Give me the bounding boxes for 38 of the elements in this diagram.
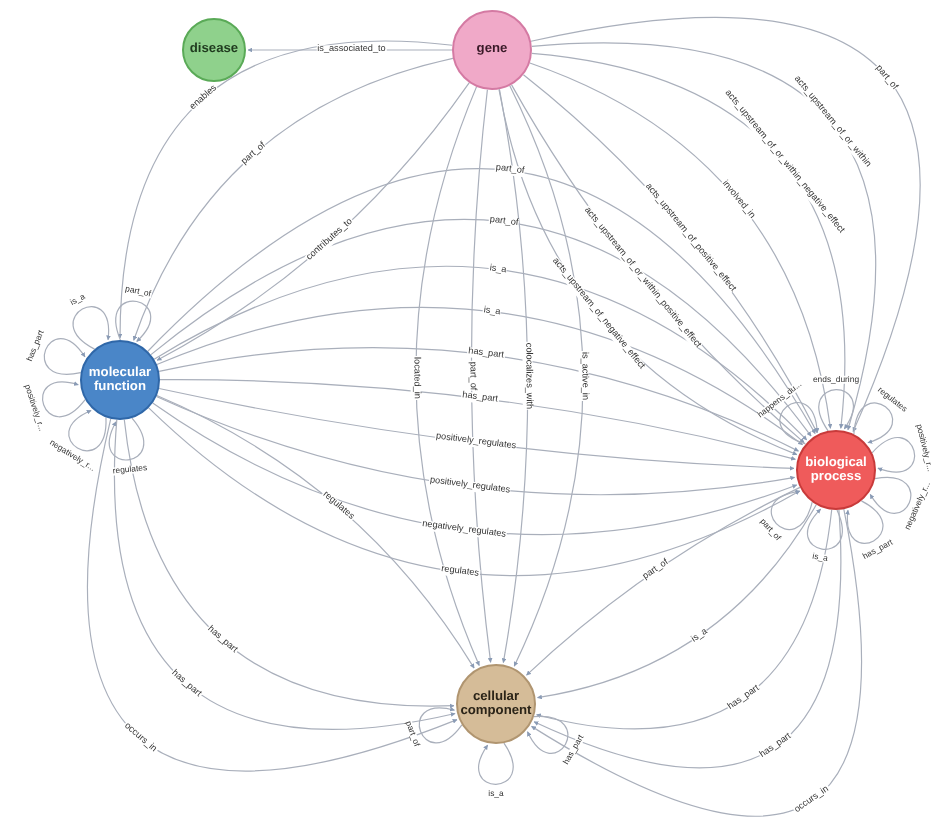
entity-circle	[452, 10, 532, 90]
relation-arrow	[148, 407, 801, 577]
relation-arrow	[158, 347, 800, 452]
relation-arrow	[845, 500, 884, 544]
relation-arrow	[87, 418, 458, 772]
relation-arrow	[869, 476, 912, 515]
relation-arrow	[478, 742, 514, 785]
relation-arrow	[525, 486, 801, 676]
relation-arrow	[108, 417, 145, 461]
relation-arrow	[526, 716, 569, 754]
relation-arrow	[72, 306, 111, 350]
relation-arrow	[415, 86, 480, 667]
relation-arrow	[770, 489, 813, 531]
relation-arrow	[536, 504, 817, 700]
relation-arrow	[156, 306, 804, 446]
relation-arrow	[853, 402, 894, 444]
relation-arrow	[418, 707, 463, 744]
relation-arrow	[153, 265, 808, 441]
relation-arrow	[536, 509, 833, 730]
entity-circle	[182, 18, 246, 82]
relation-arrow	[41, 381, 86, 418]
relation-arrow	[779, 401, 819, 445]
relation-arrow	[530, 508, 862, 817]
relation-arrow	[156, 394, 475, 669]
relation-arrow	[533, 509, 842, 768]
entity-circle	[80, 340, 160, 420]
relation-arrow	[807, 508, 843, 550]
relation-arrow	[115, 300, 152, 343]
relation-arrow	[43, 338, 86, 375]
relation-arrow	[147, 169, 816, 435]
relation-arrow	[470, 89, 493, 663]
relation-arrow	[509, 85, 584, 667]
relation-arrow	[871, 437, 916, 473]
entity-circle	[456, 664, 536, 744]
relation-arrow	[818, 389, 854, 432]
entity-circle	[796, 430, 876, 510]
relation-arrow	[530, 17, 920, 433]
relation-arrow	[68, 409, 107, 452]
